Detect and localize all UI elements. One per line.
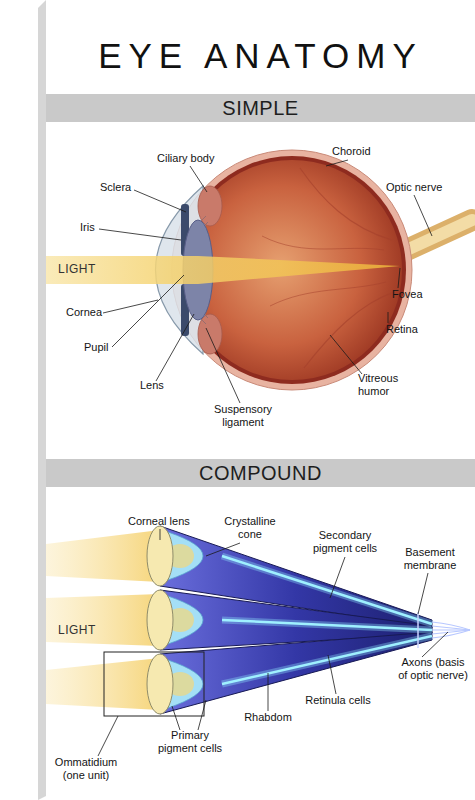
blood-vessel xyxy=(262,236,384,250)
light-beam xyxy=(46,530,160,582)
leader-line xyxy=(98,716,118,756)
leader-line xyxy=(160,529,161,540)
leader-line xyxy=(418,573,428,614)
leader-line xyxy=(156,314,194,381)
leader-line xyxy=(414,195,432,236)
blood-vessel xyxy=(300,168,392,240)
light-beam xyxy=(46,256,400,284)
section-band: COMPOUND xyxy=(46,459,475,487)
leader-line xyxy=(198,700,206,730)
leader-line xyxy=(268,673,269,711)
axon xyxy=(432,626,470,630)
leader-line xyxy=(112,275,184,347)
section-heading: COMPOUND xyxy=(199,462,322,485)
light-label: LIGHT xyxy=(58,624,96,637)
part-label: Lens xyxy=(140,379,164,392)
compound-eye xyxy=(46,526,470,716)
leader-line xyxy=(103,300,158,313)
canvas-edge xyxy=(38,0,46,800)
rhabdom-glow xyxy=(222,556,432,624)
part-label: Iris xyxy=(80,221,95,234)
axon xyxy=(432,630,470,638)
part-label: Basement membrane xyxy=(398,546,462,572)
leader-line xyxy=(99,229,181,240)
section-band: SIMPLE xyxy=(46,94,475,122)
part-label: Fovea xyxy=(392,288,423,301)
rhabdom-glow xyxy=(222,620,432,630)
simple-eye xyxy=(46,150,472,390)
diagram-title: EYE ANATOMY xyxy=(46,36,475,76)
basement-membrane-line xyxy=(417,612,419,648)
part-label: Corneal lens xyxy=(128,515,190,528)
leader-line xyxy=(330,335,362,374)
rhabdom-line xyxy=(222,556,432,624)
part-label: Pupil xyxy=(84,341,108,354)
canvas-face xyxy=(46,0,475,796)
leader-line xyxy=(172,706,180,730)
blood-vessel xyxy=(304,292,394,368)
corneal-lens-shape xyxy=(147,654,173,714)
part-label: Retina xyxy=(386,323,418,336)
part-label: Axons (basis of optic nerve) xyxy=(396,656,470,682)
leader-line xyxy=(328,655,336,694)
part-label: Sclera xyxy=(100,181,131,194)
leader-line xyxy=(398,268,400,288)
leader-line xyxy=(326,160,348,166)
part-label: Crystalline cone xyxy=(219,515,281,541)
leader-line xyxy=(206,543,240,556)
ommatidium-bracket xyxy=(104,652,204,716)
blood-vessel xyxy=(270,282,386,306)
part-label: Retinula cells xyxy=(293,694,383,707)
part-label: Secondary pigment cells xyxy=(305,529,385,555)
leader-line xyxy=(134,190,186,212)
part-label: Choroid xyxy=(332,145,371,158)
leader-line xyxy=(206,328,240,403)
corneal-lens-shape xyxy=(147,526,173,586)
part-label: Primary pigment cells xyxy=(154,729,226,755)
part-label: Ommatidium (one unit) xyxy=(49,756,123,782)
leader-line xyxy=(388,312,389,323)
axon xyxy=(432,622,470,630)
part-label: Optic nerve xyxy=(386,181,442,194)
axon-lines xyxy=(432,622,470,638)
part-label: Rhabdom xyxy=(233,711,303,724)
light-label: LIGHT xyxy=(58,263,96,276)
part-label: Vitreous humor xyxy=(358,372,418,398)
leader-line xyxy=(190,166,207,192)
leader-lines xyxy=(98,529,448,756)
rhabdom-line xyxy=(222,620,432,630)
light-beam xyxy=(46,658,160,710)
light-beam xyxy=(46,594,160,646)
leader-line xyxy=(422,632,448,657)
ommatidium-body xyxy=(160,632,432,714)
corneal-lens-shape xyxy=(147,590,173,650)
part-label: Cornea xyxy=(66,306,102,319)
section-heading: SIMPLE xyxy=(222,97,298,120)
part-label: Ciliary body xyxy=(157,152,214,165)
part-label: Suspensory ligament xyxy=(203,403,283,429)
leader-lines xyxy=(99,160,432,403)
leader-line xyxy=(330,557,345,598)
